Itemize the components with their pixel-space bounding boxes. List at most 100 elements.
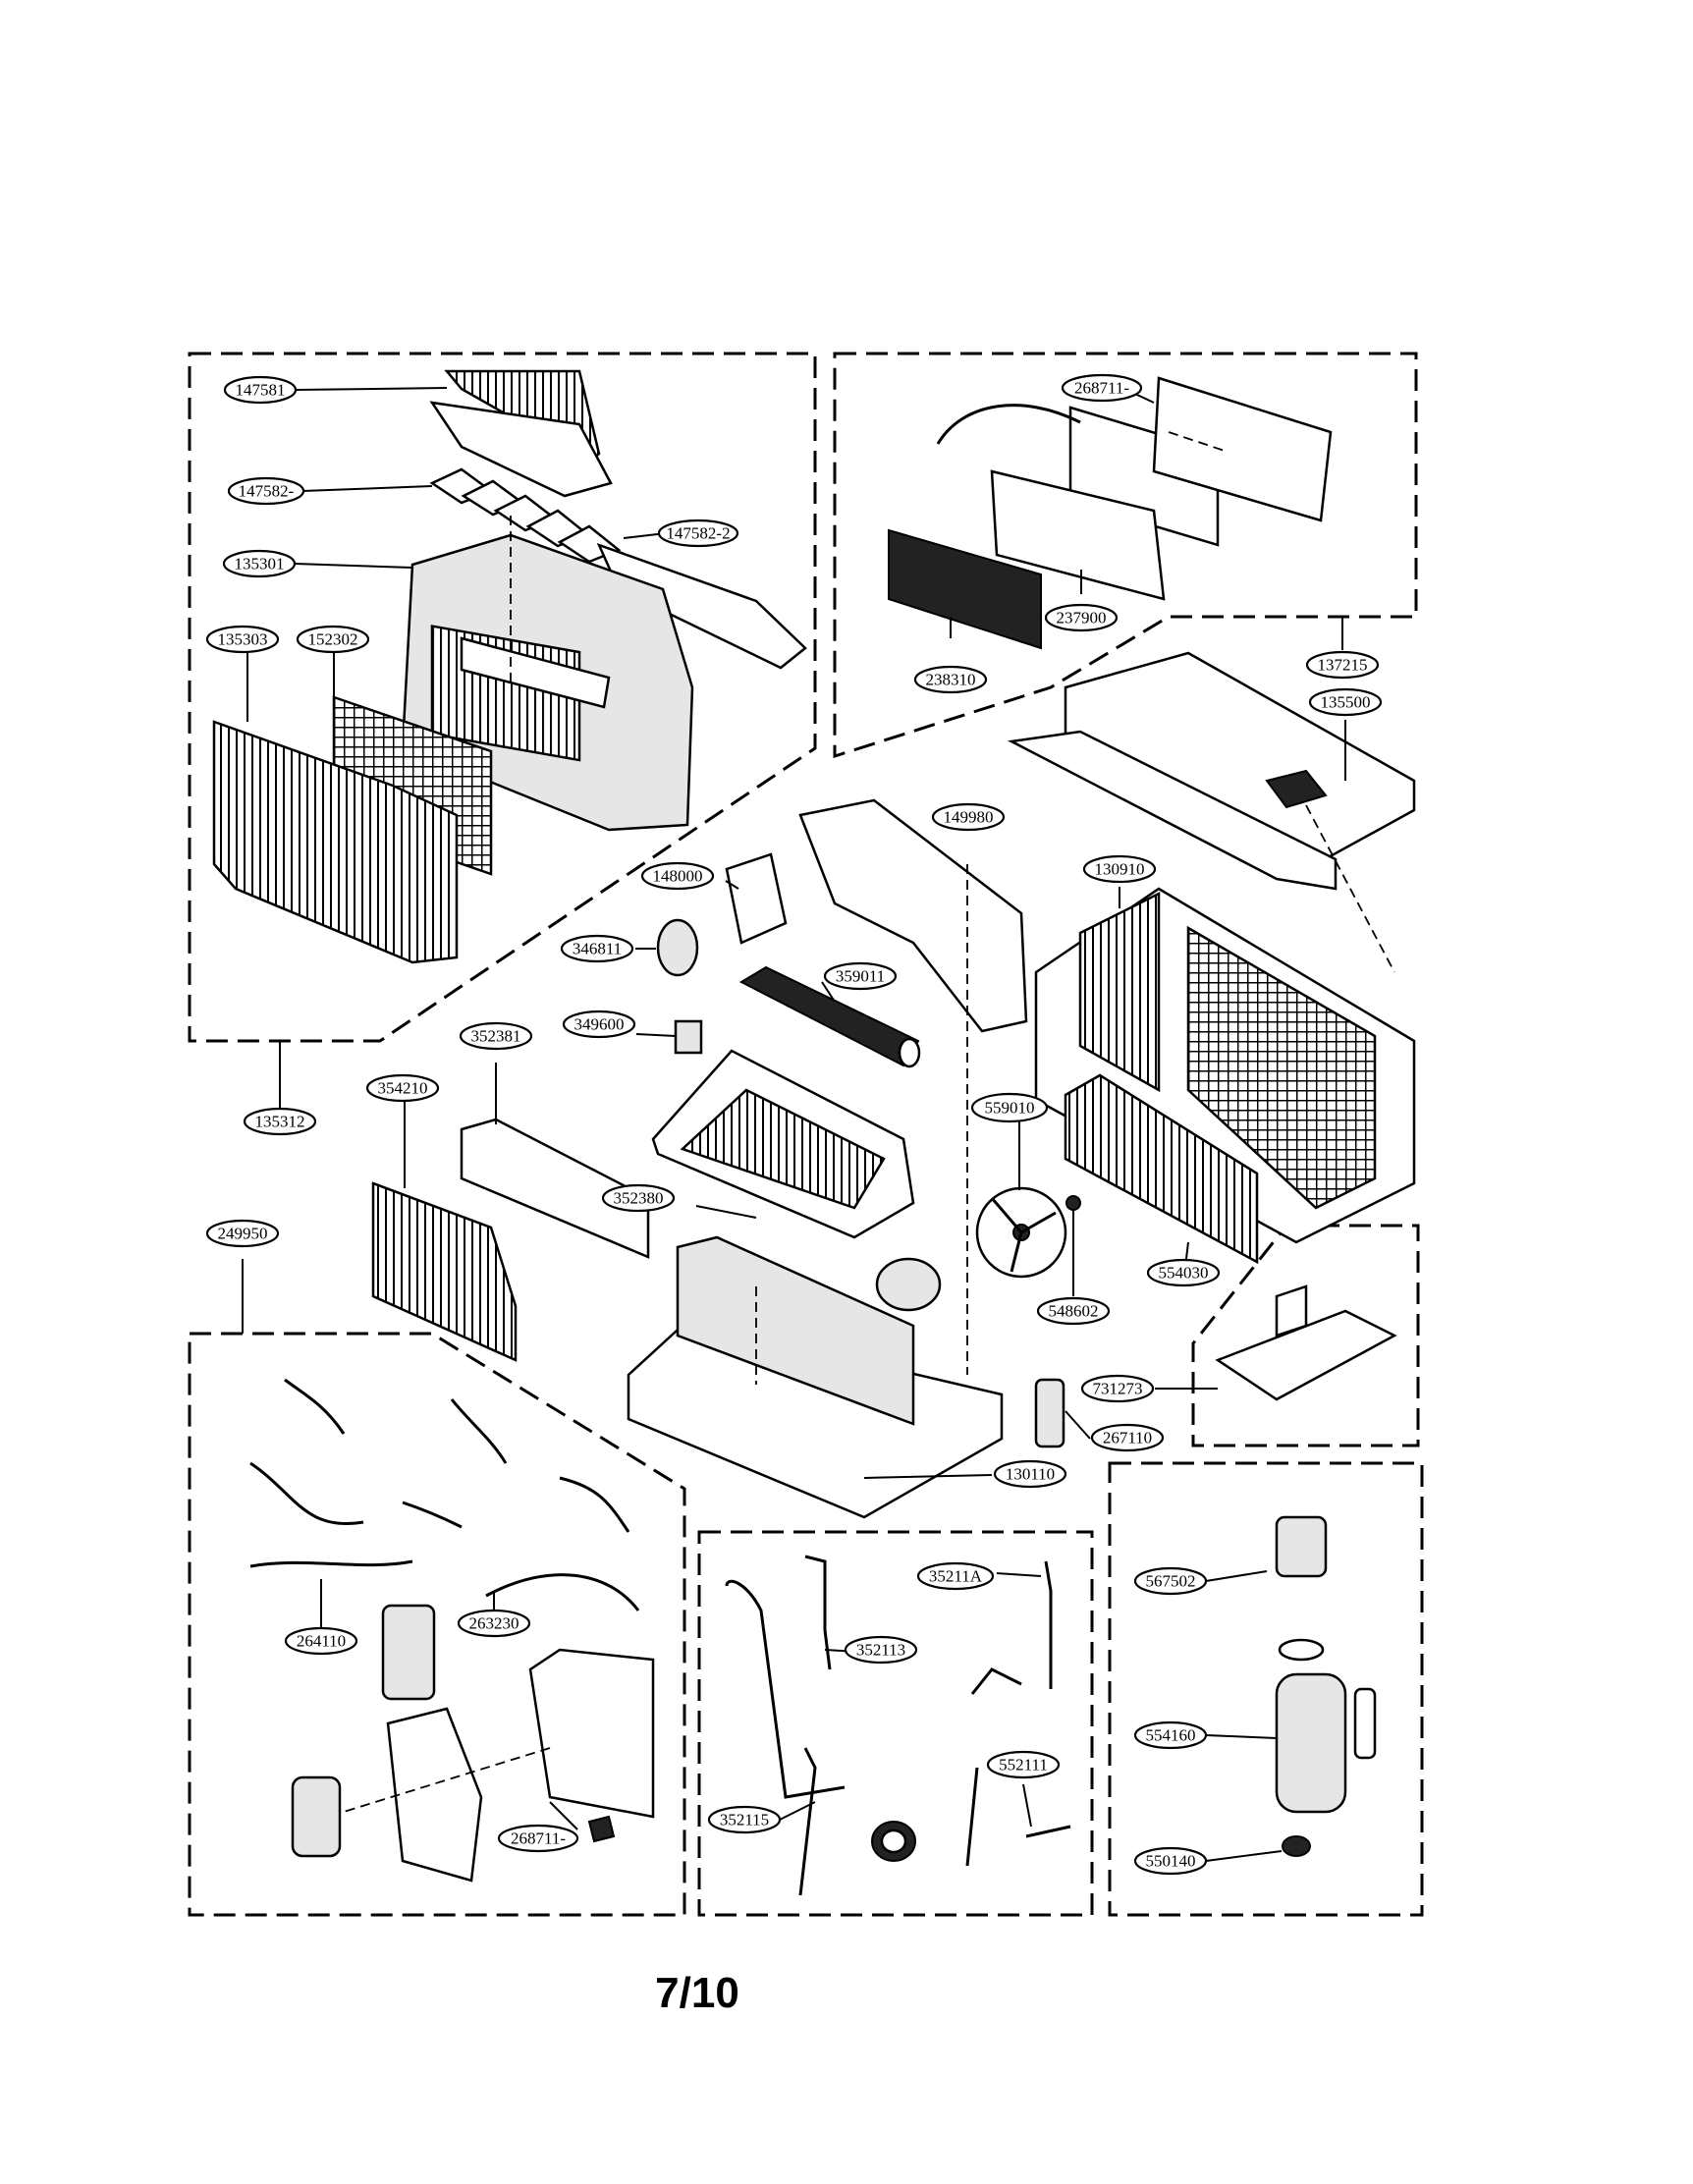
svg-text:147581: 147581 (236, 381, 286, 400)
svg-text:35211A: 35211A (929, 1567, 983, 1586)
svg-text:567502: 567502 (1146, 1572, 1196, 1591)
callout-147582: 147582- (227, 476, 305, 506)
callout-130910: 130910 (1082, 854, 1157, 884)
fan-559010 (975, 1186, 1067, 1279)
callout-130110: 130110 (993, 1459, 1067, 1489)
capacitor-264110 (291, 1604, 436, 1858)
svg-text:550140: 550140 (1146, 1852, 1196, 1871)
bearing-349600 (674, 1019, 703, 1055)
page-number: 7/10 (655, 1969, 739, 2017)
compressor-554160 (1275, 1515, 1377, 1857)
svg-text:135303: 135303 (218, 630, 268, 649)
svg-text:130110: 130110 (1006, 1465, 1055, 1484)
callout-731273: 731273 (1080, 1374, 1155, 1403)
callout-349600: 349600 (562, 1010, 636, 1039)
svg-text:130910: 130910 (1095, 860, 1145, 879)
control-panel-group-panel (833, 352, 1418, 759)
svg-text:147582-2: 147582-2 (666, 524, 730, 543)
base-pan-130110 (627, 1235, 1004, 1519)
electrical-group-panel (188, 1332, 686, 1917)
svg-text:554160: 554160 (1146, 1726, 1196, 1745)
callout-152302: 152302 (296, 625, 370, 654)
callout-267110: 267110 (1090, 1423, 1165, 1452)
callout-263230: 263230 (457, 1609, 531, 1638)
callout-35211A: 35211A (916, 1561, 995, 1591)
svg-text:267110: 267110 (1103, 1429, 1152, 1447)
control-box-268711 (386, 1648, 655, 1883)
callout-359011: 359011 (823, 961, 898, 991)
front-grille-group-panel (188, 352, 817, 1043)
callout-147582-2: 147582-2 (657, 519, 739, 548)
callout-268711-top: 268711- (1061, 373, 1143, 403)
callout-567502: 567502 (1133, 1566, 1208, 1596)
callout-268711-bottom: 268711- (497, 1824, 579, 1853)
callout-137215: 137215 (1305, 650, 1380, 680)
callout-346811: 346811 (560, 934, 634, 963)
callout-352380: 352380 (601, 1183, 676, 1213)
callout-135301: 135301 (222, 549, 297, 578)
svg-text:352380: 352380 (614, 1189, 664, 1208)
callout-554030: 554030 (1146, 1258, 1221, 1287)
cross-flow-fan-359011 (738, 965, 921, 1068)
wiring-harness-group (249, 1378, 640, 1611)
callout-149980: 149980 (931, 802, 1006, 832)
refrigerant-tubing-group-panel (697, 1530, 1094, 1917)
tubing-group (725, 1555, 1071, 1896)
callout-354210: 354210 (365, 1073, 440, 1103)
callout-352115: 352115 (707, 1805, 782, 1834)
svg-text:152302: 152302 (308, 630, 358, 649)
drain-pan-352380 (651, 1049, 915, 1239)
callout-264110: 264110 (284, 1626, 358, 1656)
svg-text:238310: 238310 (926, 671, 976, 689)
svg-text:147582-: 147582- (239, 482, 295, 501)
callout-135312: 135312 (243, 1107, 317, 1136)
svg-text:237900: 237900 (1057, 609, 1107, 628)
svg-text:263230: 263230 (469, 1614, 519, 1633)
callout-352381: 352381 (459, 1021, 533, 1051)
callout-147581: 147581 (223, 375, 298, 405)
svg-text:137215: 137215 (1318, 656, 1368, 675)
callout-135500: 135500 (1308, 687, 1383, 717)
svg-text:135500: 135500 (1321, 693, 1371, 712)
base-bracket-731273 (1215, 1284, 1397, 1401)
svg-text:548602: 548602 (1049, 1302, 1099, 1321)
bracket-148000 (725, 852, 788, 945)
svg-text:359011: 359011 (836, 967, 885, 986)
compressor-group-panel (1108, 1461, 1424, 1917)
front-grille-135303 (212, 720, 459, 964)
svg-text:559010: 559010 (985, 1099, 1035, 1118)
callout-237900: 237900 (1044, 603, 1119, 632)
callout-148000: 148000 (640, 861, 715, 891)
svg-text:354210: 354210 (378, 1079, 428, 1098)
condenser-554030 (1064, 1073, 1259, 1265)
svg-text:352381: 352381 (471, 1027, 521, 1046)
svg-text:135312: 135312 (255, 1113, 305, 1131)
svg-text:148000: 148000 (653, 867, 703, 886)
svg-text:268711-: 268711- (511, 1829, 566, 1848)
svg-text:352115: 352115 (720, 1811, 769, 1829)
svg-text:554030: 554030 (1159, 1264, 1209, 1283)
callout-548602: 548602 (1036, 1296, 1111, 1326)
svg-text:149980: 149980 (944, 808, 994, 827)
base-bracket-group-panel (1191, 1224, 1420, 1447)
svg-text:731273: 731273 (1093, 1380, 1143, 1398)
svg-text:249950: 249950 (218, 1225, 268, 1243)
display-panel-238310 (888, 528, 1042, 650)
callout-249950: 249950 (205, 1219, 280, 1248)
control-cover-237900 (990, 469, 1166, 601)
callout-554160: 554160 (1133, 1720, 1208, 1750)
evaporator-354210 (371, 1181, 518, 1362)
vane-blades-147582 (429, 467, 622, 564)
svg-text:135301: 135301 (235, 555, 285, 573)
svg-text:352113: 352113 (856, 1641, 905, 1660)
callout-552111: 552111 (986, 1750, 1061, 1779)
callout-352113: 352113 (844, 1635, 918, 1665)
svg-text:268711-: 268711- (1074, 379, 1129, 398)
callout-559010: 559010 (970, 1092, 1049, 1123)
svg-text:349600: 349600 (574, 1015, 625, 1034)
callout-238310: 238310 (913, 665, 988, 694)
svg-text:346811: 346811 (573, 940, 622, 958)
bracket-352381 (460, 1118, 650, 1259)
svg-text:264110: 264110 (297, 1632, 346, 1651)
